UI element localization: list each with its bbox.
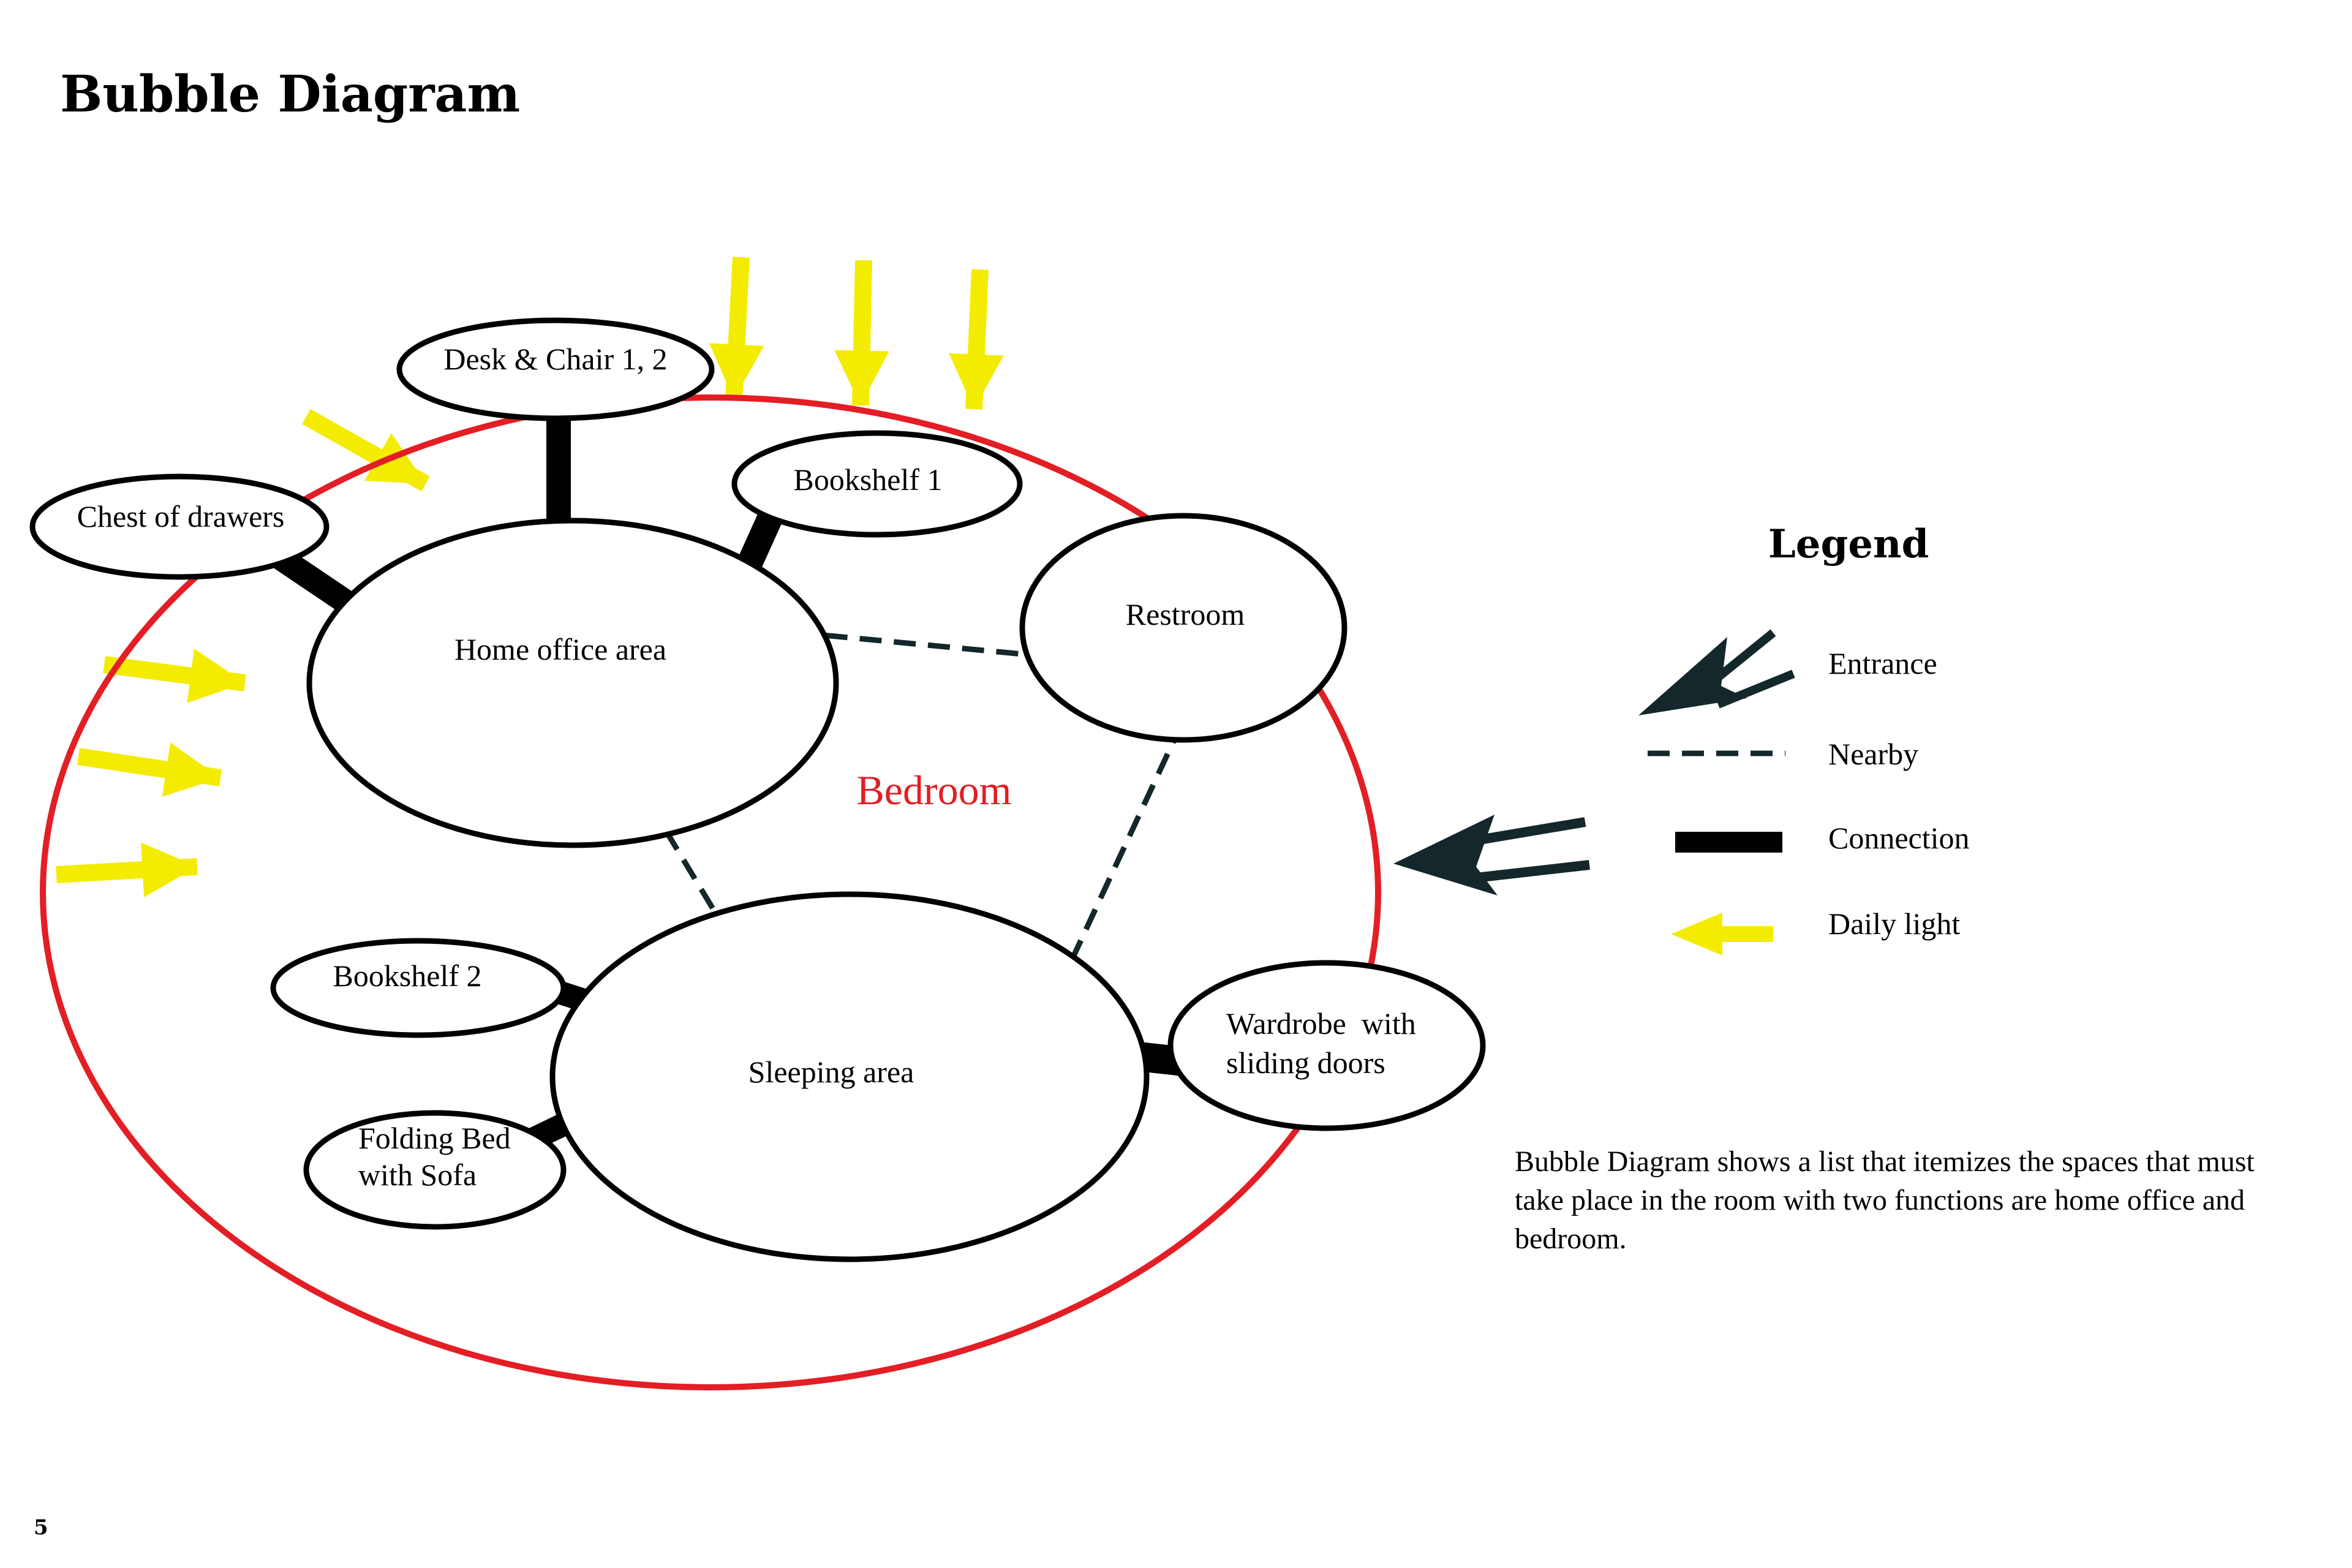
daily-light-arrow (302, 409, 430, 492)
bookshelf-1-label: Bookshelf 1 (793, 462, 942, 497)
legend-connection-label: Connection (1828, 821, 1970, 855)
legend-nearby-label: Nearby (1828, 737, 1918, 771)
wardrobe-bubble (1167, 960, 1486, 1131)
chest-bubble (29, 473, 330, 580)
restroom-label: Restroom (1126, 597, 1245, 631)
sleeping-bubble (549, 891, 1150, 1262)
bookshelf-1-bubble (731, 430, 1023, 538)
nearby-link-office-sleeping (646, 799, 733, 939)
page-number: 5 (34, 1515, 48, 1540)
page-title: Bubble Diagram (60, 65, 520, 124)
folding-bed-bubble (303, 1110, 567, 1230)
home-office-label: Home office area (454, 632, 666, 666)
folding-bed-label-line-2: with Sofa (358, 1158, 477, 1192)
home-office-bubble (306, 518, 839, 848)
nearby-links (646, 629, 1185, 987)
entrance-arrow (1393, 815, 1590, 895)
entrance-arrow-shaft (1476, 860, 1590, 883)
entrance-arrowhead (1393, 815, 1498, 895)
chest-label: Chest of drawers (77, 499, 285, 533)
wardrobe-label-line-1: Wardrobe with (1226, 1006, 1416, 1041)
entrance-arrow-shaft (1475, 817, 1586, 845)
description-line-2: take place in the room with two function… (1515, 1184, 2245, 1216)
bubbles (29, 317, 1486, 1262)
bookshelf-2-label: Bookshelf 2 (333, 959, 481, 993)
nearby-link-restroom-sleeping (1057, 722, 1185, 987)
legend-daily-light-label: Daily light (1828, 907, 1960, 941)
legend-entrance-label: Entrance (1828, 646, 1937, 680)
legend-title: Legend (1768, 521, 1929, 567)
bubble-labels: Home office area Restroom Sleeping area … (77, 342, 1416, 1192)
bedroom-label: Bedroom (856, 767, 1011, 813)
description: Bubble Diagram shows a list that itemize… (1515, 1145, 2255, 1255)
nearby-link-office-restroom (791, 629, 1049, 660)
daily-light-arrow (949, 269, 1004, 410)
description-line-3: bedroom. (1515, 1223, 1627, 1255)
wardrobe-label-line-2: sliding doors (1226, 1046, 1385, 1080)
desk-chair-bubble (396, 317, 715, 421)
folding-bed-label-line-1: Folding Bed (358, 1121, 511, 1155)
desk-chair-label: Desk & Chair 1, 2 (443, 342, 667, 376)
daily-light-arrow (834, 260, 889, 406)
daily-light-arrow (56, 842, 198, 897)
description-line-1: Bubble Diagram shows a list that itemize… (1515, 1145, 2255, 1178)
bedroom-zone (40, 394, 1381, 1390)
legend: Legend Entrance Nearby Connection Daily … (1638, 521, 1970, 956)
daily-light-arrow (709, 257, 764, 400)
daily-light-arrows (56, 257, 1004, 897)
legend-entrance-icon (1638, 629, 1795, 715)
legend-daily-light-icon (1671, 913, 1773, 956)
bookshelf-2-bubble (270, 938, 567, 1038)
daily-light-arrow (103, 648, 246, 703)
daily-light-arrow (77, 742, 222, 797)
sleeping-label: Sleeping area (748, 1055, 914, 1089)
restroom-bubble (1019, 513, 1348, 743)
